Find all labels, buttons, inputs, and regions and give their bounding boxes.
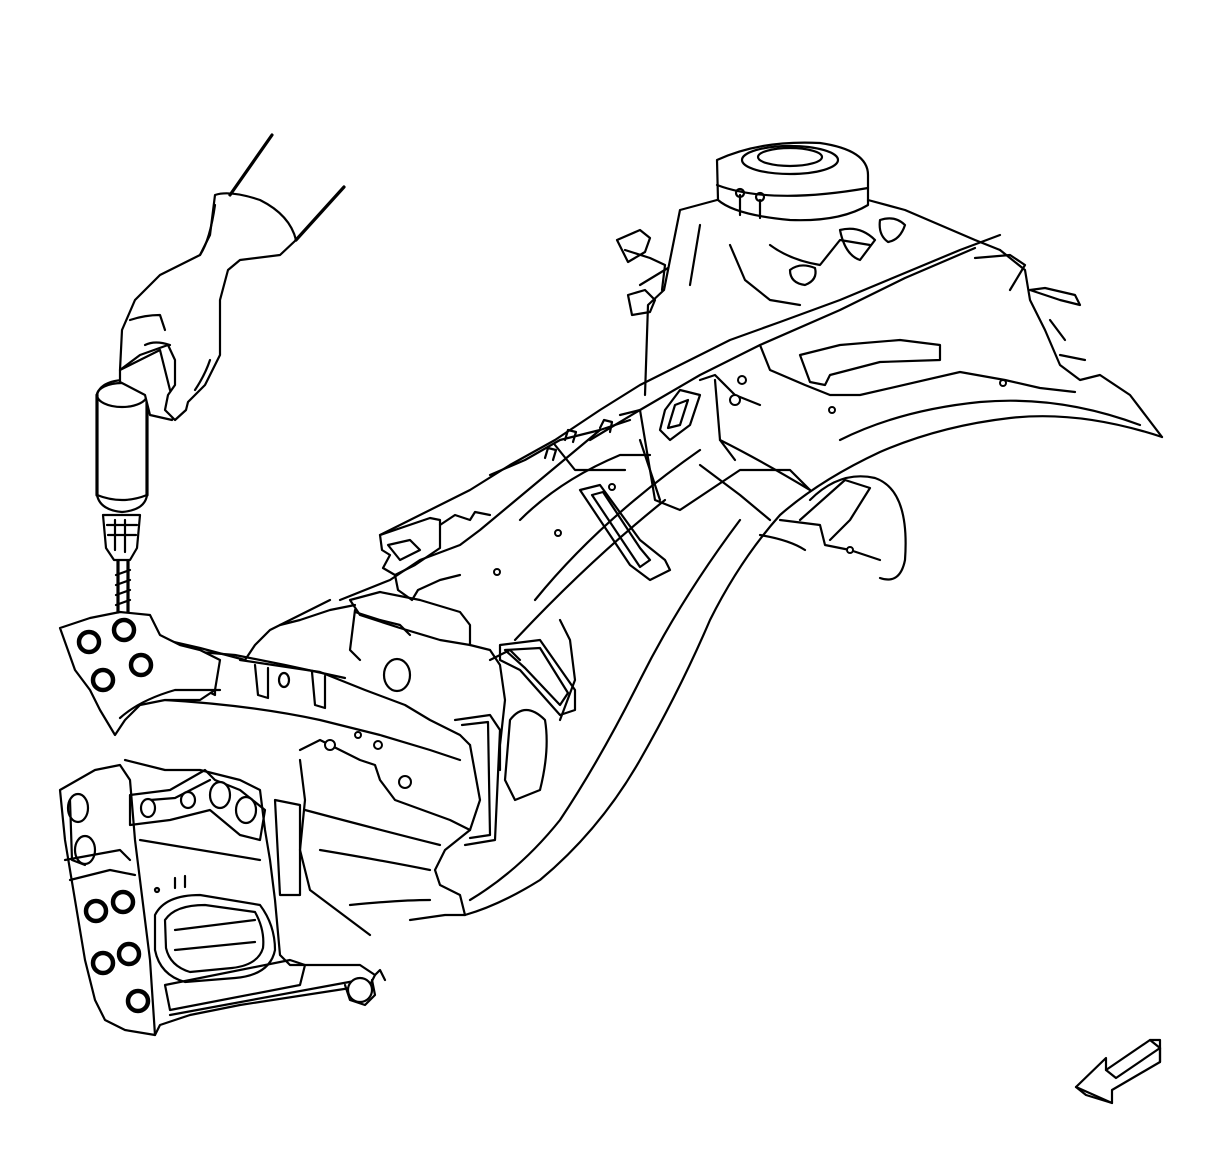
drill-icon (95, 348, 182, 614)
weld-point (111, 617, 137, 643)
front-box-section (163, 516, 507, 937)
direction-arrow-icon (1074, 1038, 1162, 1105)
weld-point (90, 950, 116, 976)
weld-point (128, 652, 154, 678)
weld-point (110, 889, 136, 915)
frame-rail (338, 233, 1077, 902)
wheel-arch (463, 248, 1164, 917)
gloved-hand-icon (118, 133, 346, 422)
weld-point (83, 898, 109, 924)
weld-points-side-plate (83, 889, 151, 1014)
weld-point (116, 941, 142, 967)
weld-point (76, 629, 102, 655)
weld-points-top-plate (76, 617, 154, 693)
weld-point (125, 988, 151, 1014)
shock-tower (615, 141, 1002, 397)
weld-point (90, 667, 116, 693)
